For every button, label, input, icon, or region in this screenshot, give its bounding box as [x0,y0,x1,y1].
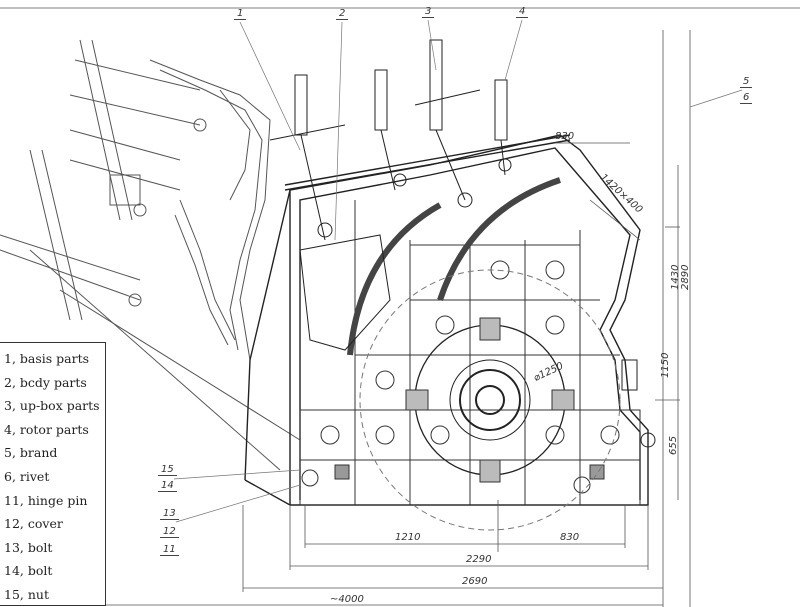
legend-item: 4, rotor parts [4,421,89,437]
callout-13: 13 [160,508,179,520]
callout-2: 2 [336,8,349,20]
housing-outline [244,134,649,506]
dim-830-bottom: 830 [560,532,580,543]
legend-item: 13, bolt [4,539,53,555]
dim-2690: 2690 [462,576,488,587]
frame-grid [299,200,641,506]
legend-item: 6, rivet [4,468,50,484]
callout-4: 4 [516,6,529,18]
legend-item: 5, brand [4,445,58,461]
callout-12: 12 [160,526,179,538]
dim-1210: 1210 [395,532,421,543]
callout-14: 14 [158,480,177,492]
legend-item: 15, nut [4,586,49,602]
callout-5: 5 [740,76,753,88]
dim-830-top: 830 [555,131,575,142]
rotor [359,269,621,531]
impact-plates [299,177,561,356]
dim-2290: 2290 [466,554,492,565]
dimension-lines [0,7,800,607]
callout-3: 3 [422,6,435,18]
parts-legend: 1, basis parts 2, bcdy parts 3, up-box p… [0,342,106,606]
dim-4000: ~4000 [330,594,364,605]
dim-1150: 1150 [660,352,671,378]
leader-lines [173,19,743,523]
legend-item: 11, hinge pin [4,492,88,508]
callout-1: 1 [234,8,247,20]
open-cover-ghost [0,39,301,471]
callout-15: 15 [158,464,177,476]
legend-item: 14, bolt [4,563,53,579]
dim-2890: 2890 [680,264,691,290]
dim-655: 655 [668,435,679,455]
legend-item: 2, bcdy parts [4,374,87,390]
callout-6: 6 [740,92,753,104]
legend-item: 1, basis parts [4,351,90,366]
legend-item: 12, cover [4,516,63,532]
adjusting-rods [269,39,656,448]
callout-11: 11 [160,544,179,556]
legend-item: 3, up-box parts [4,398,100,414]
